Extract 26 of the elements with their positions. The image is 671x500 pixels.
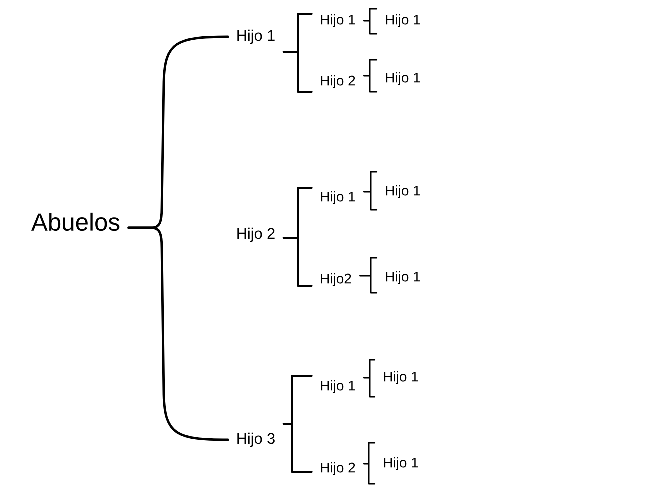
name-label: Hijo 1 <box>321 380 356 394</box>
name-label: Hijo 2 <box>321 75 356 89</box>
name-label: Hijo 3 <box>238 432 275 448</box>
name-label: Hijo 1 <box>384 371 418 385</box>
name-label: Hijo 1 <box>384 457 418 471</box>
name-label: Hijo2 <box>321 273 352 287</box>
name-label: Hijo 2 <box>321 462 356 476</box>
name-label: Hijo 1 <box>386 14 420 28</box>
name-label: Hijo 1 <box>386 185 420 199</box>
bracket-connector <box>282 237 313 287</box>
name-label: Hijo 1 <box>386 72 420 86</box>
name-label: Hijo 1 <box>321 14 356 28</box>
bracket-connector <box>363 359 376 398</box>
name-label: Hijo 1 <box>386 271 420 285</box>
bracket-connector <box>282 423 313 473</box>
root-label: Abuelos <box>31 212 120 232</box>
bracket-connector <box>363 59 378 93</box>
bracket-connector <box>128 226 230 442</box>
bracket-connector <box>282 51 313 93</box>
bracket-connector <box>359 257 378 294</box>
name-label: Hijo 1 <box>238 30 275 44</box>
name-label: Hijo 1 <box>321 191 356 205</box>
name-label: Hijo 2 <box>238 228 275 242</box>
bracket-connector <box>363 8 378 35</box>
bracket-connector <box>363 171 378 211</box>
bracket-connector <box>363 442 376 485</box>
